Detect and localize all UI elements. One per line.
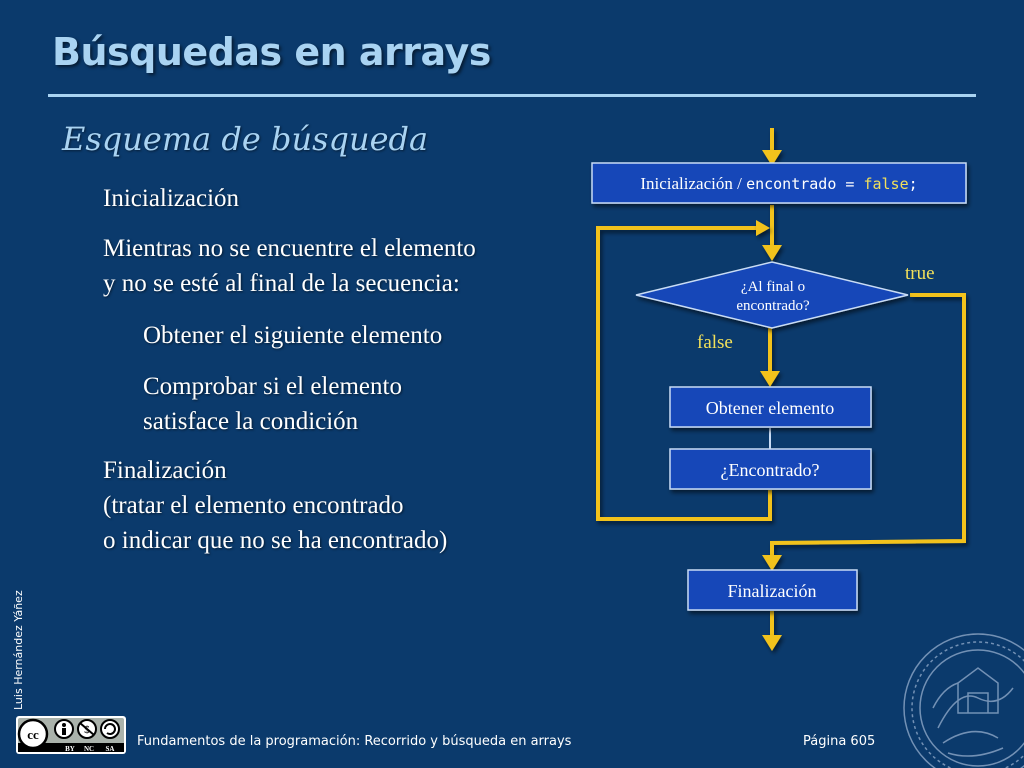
- arrowhead-get: [760, 371, 780, 387]
- bullet-final-line1: Finalización: [103, 457, 227, 484]
- init-box-code-var: encontrado =: [746, 175, 863, 193]
- bullet-final-line3: o indicar que no se ha encontrado): [103, 527, 448, 554]
- bullet-final: Finalización (tratar el elemento encontr…: [103, 453, 447, 558]
- init-box-code-end: ;: [909, 175, 918, 193]
- arrowhead-exit: [762, 635, 782, 651]
- init-box-code-val: false: [863, 175, 908, 193]
- cc-icon: [17, 718, 49, 750]
- decision-diamond: [635, 261, 909, 329]
- get-element-label: Obtener elemento: [706, 398, 834, 418]
- found-check-label: ¿Encontrado?: [721, 460, 820, 480]
- bullet-while-line2: y no se esté al final de la secuencia:: [103, 270, 460, 297]
- final-box-label: Finalización: [728, 581, 817, 601]
- sharealike-icon: [100, 719, 120, 739]
- bullet-check: Comprobar si el elemento satisface la co…: [143, 369, 402, 439]
- author-credit: Luis Hernández Yáñez: [12, 590, 25, 710]
- arrowhead-entry: [762, 150, 782, 166]
- bullet-check-line2: satisface la condición: [143, 408, 359, 435]
- arrowhead-loop-back: [756, 220, 770, 236]
- found-check-box: [669, 448, 872, 490]
- init-box: [591, 162, 967, 204]
- bullet-init-text: Inicialización: [103, 185, 240, 212]
- bullet-get-next-text: Obtener el siguiente elemento: [143, 322, 443, 349]
- bullet-init: Inicialización: [103, 181, 239, 216]
- init-box-label: Inicialización / encontrado = false;: [640, 174, 917, 193]
- bullet-while-line1: Mientras no se encuentre el elemento: [103, 235, 476, 262]
- footer-course: Fundamentos de la programación: Recorrid…: [137, 734, 572, 749]
- slide-title: Búsquedas en arrays: [52, 30, 491, 74]
- arrowhead-final: [762, 555, 782, 571]
- bullet-while: Mientras no se encuentre el elemento y n…: [103, 231, 476, 301]
- get-element-box: [669, 386, 872, 428]
- false-label: false: [697, 332, 733, 353]
- true-branch-connector: [770, 293, 966, 558]
- section-subtitle: Esquema de búsqueda: [62, 120, 429, 158]
- decision-line1: ¿Al final o: [741, 279, 805, 295]
- cc-license-badge[interactable]: cc $ BY NC SA: [16, 716, 126, 754]
- bullet-get-next: Obtener el siguiente elemento: [143, 318, 442, 353]
- cc-by-text: BY: [65, 745, 75, 753]
- decision-line2: encontrado?: [736, 298, 810, 314]
- university-seal-icon: [903, 633, 1024, 768]
- bullet-final-line2: (tratar el elemento encontrado: [103, 492, 404, 519]
- true-label: true: [905, 263, 935, 284]
- cc-nc-text: NC: [84, 745, 94, 753]
- cc-sa-text: SA: [106, 745, 115, 753]
- arrowhead-decision: [762, 245, 782, 261]
- title-divider: [48, 94, 976, 97]
- init-box-text: Inicialización /: [640, 174, 746, 193]
- footer-page-number: Página 605: [803, 734, 876, 749]
- loop-back-connector: [596, 226, 772, 521]
- final-box: [687, 569, 858, 611]
- cc-icon-label: cc: [27, 727, 39, 742]
- bullet-check-line1: Comprobar si el elemento: [143, 373, 402, 400]
